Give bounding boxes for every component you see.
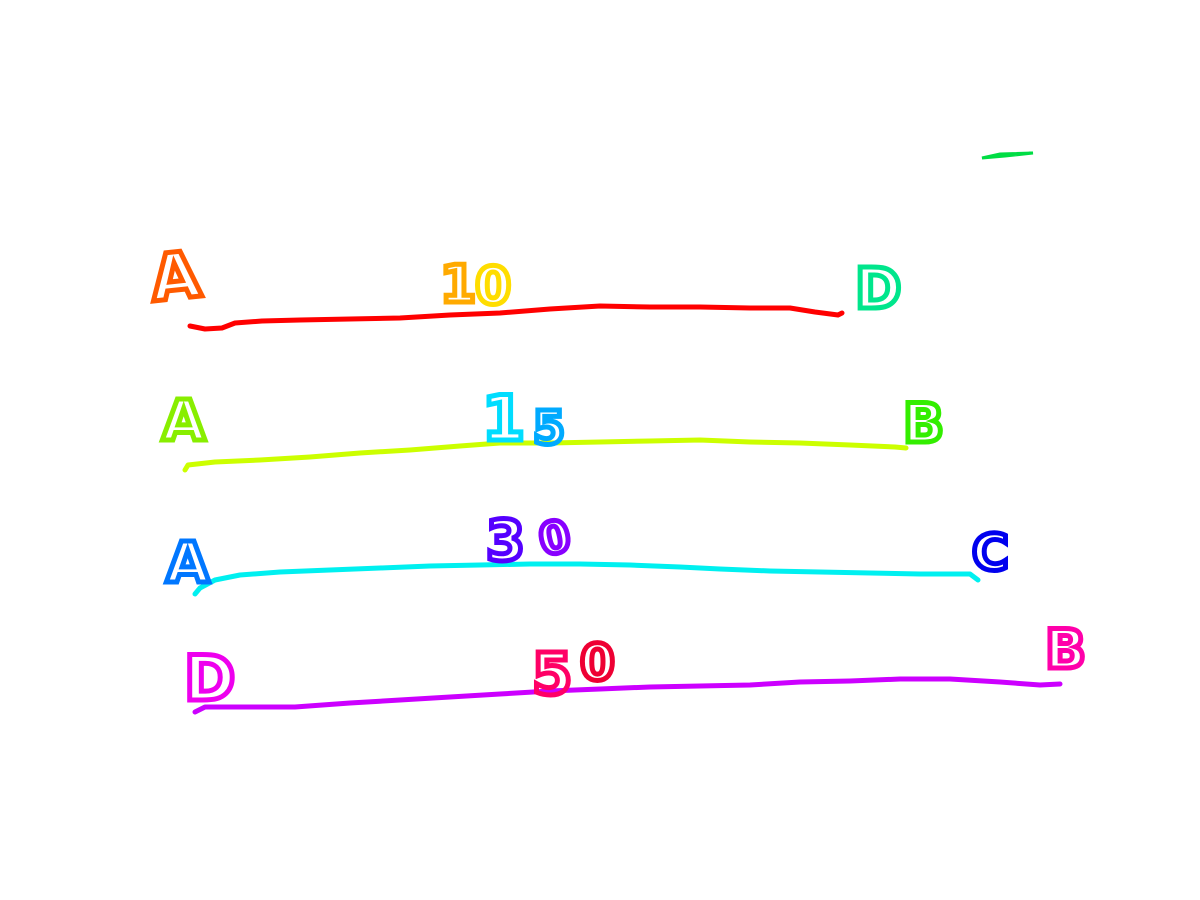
segment-start-label-1: A (147, 238, 204, 317)
segment-end-label-4: B (1045, 618, 1086, 681)
segment-length-digit-1-2: 1 (482, 382, 525, 455)
stray-pen-mark (981, 151, 1034, 160)
segment-end-label-2: B (903, 392, 944, 455)
segment-length-digit-2-2: 5 (533, 401, 565, 455)
segment-length-digit-1-4: 5 (532, 640, 572, 708)
segment-end-label-3: C (972, 524, 1009, 582)
segment-length-digit-2-4: 0 (580, 634, 615, 692)
segment-length-digit-1-3: 3 (486, 509, 525, 574)
segment-line-2 (182, 437, 909, 473)
segment-start-label-4: D (184, 642, 235, 715)
segment-end-label-1: D (855, 257, 901, 322)
segment-row-1: A 1 0 D (145, 236, 904, 332)
segment-length-digit-1-1: 1 (440, 255, 476, 315)
segment-length-digit-2-3: 0 (535, 510, 576, 566)
segment-line-4 (192, 676, 1063, 715)
segment-row-2: A 1 5 B (160, 380, 947, 473)
segment-line-1 (187, 303, 845, 332)
segment-row-3: A 3 0 C (164, 507, 1012, 599)
segment-line-3 (192, 561, 981, 597)
segment-start-label-2: A (162, 389, 206, 454)
segment-start-label-3: A (166, 531, 210, 596)
segment-length-digit-2-1: 0 (475, 257, 511, 317)
segment-row-4: D 5 0 B (182, 616, 1089, 718)
